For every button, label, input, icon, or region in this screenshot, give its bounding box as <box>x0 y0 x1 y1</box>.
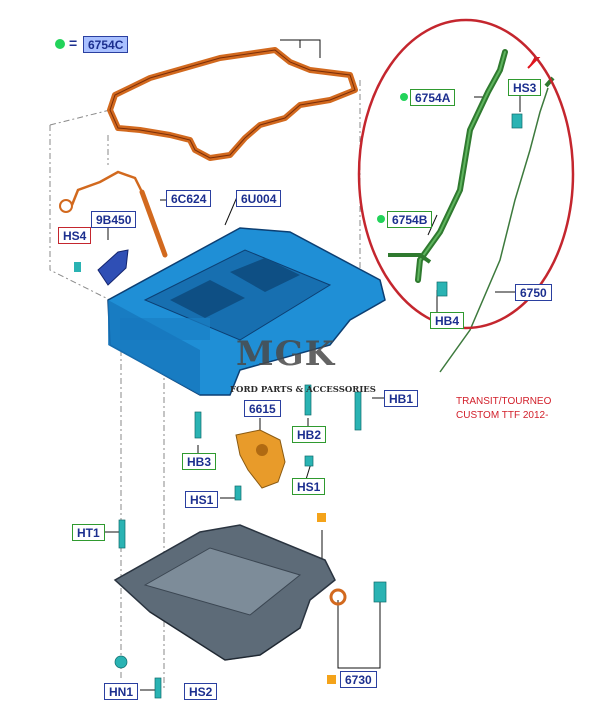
label-6615: 6615 <box>244 400 281 417</box>
label-HB3: HB3 <box>182 453 217 470</box>
marker-6754A <box>400 93 408 101</box>
oil-gasket-6754C <box>107 47 358 161</box>
marker-6754B <box>377 215 385 223</box>
bolts <box>114 113 523 699</box>
lower-crankcase-6U004 <box>107 227 386 396</box>
label-6754A: 6754A <box>410 89 456 106</box>
label-6750: 6750 <box>515 284 552 301</box>
watermark-brand: MGK <box>236 334 336 374</box>
label-6U004: 6U004 <box>236 190 282 207</box>
label-6730: 6730 <box>340 671 377 688</box>
oil-pickup-6615 <box>235 429 286 489</box>
label-HS4: HS4 <box>58 227 92 244</box>
oil-pan <box>113 524 336 661</box>
legend-marker <box>55 39 65 49</box>
oil-level-sensor-6C624 <box>59 170 168 258</box>
label-HB2: HB2 <box>292 426 327 443</box>
legend-code-6754C: 6754C <box>83 36 129 53</box>
label-HB1: HB1 <box>384 390 419 407</box>
dipstick-tube-6754A <box>388 49 508 283</box>
model-note-line1: TRANSIT/TOURNEO <box>456 396 552 407</box>
model-note-line2: CUSTOM TTF 2012- <box>456 410 549 421</box>
bolt-HS4 <box>74 262 81 272</box>
legend-equals: = <box>69 35 78 51</box>
label-HS1-right: HS1 <box>292 478 326 495</box>
label-HS1-left: HS1 <box>185 491 219 508</box>
highlight-callout-ellipse <box>357 18 575 330</box>
marker-square-top <box>317 513 326 522</box>
label-6754B: 6754B <box>387 211 433 228</box>
marker-square-bottom <box>327 675 336 684</box>
label-HS2: HS2 <box>184 683 218 700</box>
watermark-subtitle: FORD PARTS & ACCESSORIES <box>230 385 376 395</box>
label-HB4: HB4 <box>430 312 465 329</box>
bracket-9B450 <box>97 249 129 286</box>
label-9B450: 9B450 <box>91 211 137 228</box>
drain-plug-washer <box>329 588 347 606</box>
label-HT1: HT1 <box>72 524 105 541</box>
label-HN1: HN1 <box>104 683 139 700</box>
label-6C624: 6C624 <box>166 190 212 207</box>
label-HS3: HS3 <box>508 79 542 96</box>
